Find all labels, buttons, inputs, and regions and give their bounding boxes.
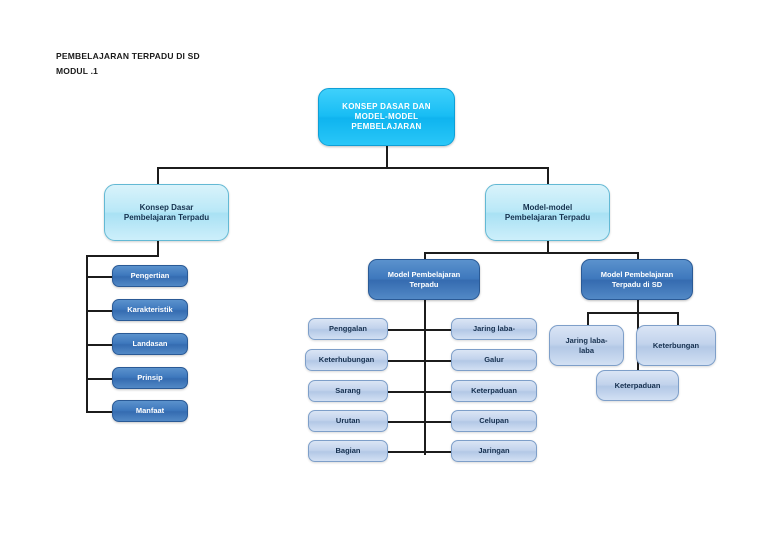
node-sd-keterpaduan-label: Keterpaduan <box>614 380 661 390</box>
node-bagian-label: Bagian <box>335 446 361 456</box>
node-pengertian[interactable]: Pengertian <box>112 265 188 287</box>
node-sd-jaring-laba-laba-line-2: laba <box>578 345 594 355</box>
connector-konsep-stub-3 <box>86 344 112 346</box>
connector-to-branch-sd <box>637 252 639 262</box>
node-jaringan-label: Jaringan <box>478 446 510 456</box>
node-jaringan[interactable]: Jaringan <box>451 440 537 462</box>
connector-konsep-stub-4 <box>86 378 112 380</box>
node-prinsip-label: Prinsip <box>137 373 163 383</box>
connector-to-konsep <box>157 167 159 185</box>
node-manfaat[interactable]: Manfaat <box>112 400 188 422</box>
node-prinsip[interactable]: Prinsip <box>112 367 188 389</box>
node-konsep-dasar[interactable]: Konsep Dasar Pembelajaran Terpadu <box>104 184 229 241</box>
connector-terpadu-rung-5 <box>387 451 452 453</box>
node-celupan-label: Celupan <box>479 416 509 426</box>
node-manfaat-label: Manfaat <box>135 406 165 416</box>
connector-konsep-stub-1 <box>86 276 112 278</box>
node-jaring-laba[interactable]: Jaring laba- <box>451 318 537 340</box>
node-model-model[interactable]: Model-model Pembelajaran Terpadu <box>485 184 610 241</box>
node-root-line-3: PEMBELAJARAN <box>351 122 422 131</box>
document-title-line-2: MODUL .1 <box>56 66 99 76</box>
node-urutan-label: Urutan <box>335 416 361 426</box>
connector-branch-bus <box>424 252 639 254</box>
connector-sd-drop-right <box>677 312 679 325</box>
connector-konsep-stub-5 <box>86 411 112 413</box>
node-penggalan-label: Penggalan <box>329 324 367 334</box>
node-urutan[interactable]: Urutan <box>308 410 388 432</box>
connector-terpadu-rung-2 <box>387 360 452 362</box>
node-keterhubungan-label: Keterhubungan <box>318 355 375 365</box>
node-pengertian-label: Pengertian <box>130 271 170 281</box>
node-sd-jaring-laba-laba[interactable]: Jaring laba- laba <box>549 325 624 366</box>
node-model-pembelajaran-terpadu-line-1: Model Pembelajaran <box>387 270 461 280</box>
document-title-line-1: PEMBELAJARAN TERPADU DI SD <box>56 51 200 61</box>
connector-sd-drop-left <box>587 312 589 325</box>
node-landasan-label: Landasan <box>132 339 168 349</box>
node-konsep-dasar-line-1: Konsep Dasar <box>139 202 194 212</box>
node-galur-label: Galur <box>484 355 504 365</box>
node-karakteristik-label: Karakteristik <box>127 305 173 315</box>
connector-root-down <box>386 146 388 169</box>
node-keterpaduan-label: Keterpaduan <box>471 386 517 396</box>
connector-terpadu-rung-3 <box>387 391 452 393</box>
node-karakteristik[interactable]: Karakteristik <box>112 299 188 321</box>
connector-terpadu-rung-4 <box>387 421 452 423</box>
node-model-pembelajaran-terpadu-sd-line-2: Terpadu di SD <box>611 279 663 289</box>
node-keterhubungan[interactable]: Keterhubungan <box>305 349 388 371</box>
node-root-line-2: MODEL-MODEL <box>354 112 419 121</box>
connector-to-model <box>547 167 549 185</box>
connector-konsep-down <box>157 240 159 255</box>
connector-konsep-stub-2 <box>86 310 112 312</box>
node-model-model-line-1: Model-model <box>522 202 573 212</box>
node-landasan[interactable]: Landasan <box>112 333 188 355</box>
node-root[interactable]: KONSEP DASAR DAN MODEL-MODEL PEMBELAJARA… <box>318 88 455 146</box>
connector-to-branch-terpadu <box>424 252 426 262</box>
node-sd-jaring-laba-laba-line-1: Jaring laba- <box>565 336 608 346</box>
connector-konsep-top <box>86 255 159 257</box>
node-sarang-label: Sarang <box>335 386 361 396</box>
node-galur[interactable]: Galur <box>451 349 537 371</box>
node-penggalan[interactable]: Penggalan <box>308 318 388 340</box>
node-model-pembelajaran-terpadu[interactable]: Model Pembelajaran Terpadu <box>368 259 480 300</box>
connector-sd-down <box>637 300 639 313</box>
node-sd-keterbungan-label: Keterbungan <box>652 340 700 350</box>
node-keterpaduan[interactable]: Keterpaduan <box>451 380 537 402</box>
node-model-pembelajaran-terpadu-sd[interactable]: Model Pembelajaran Terpadu di SD <box>581 259 693 300</box>
node-konsep-dasar-line-2: Pembelajaran Terpadu <box>123 212 210 222</box>
node-root-line-1: KONSEP DASAR DAN <box>342 102 431 111</box>
connector-terpadu-spine <box>424 300 426 455</box>
node-bagian[interactable]: Bagian <box>308 440 388 462</box>
node-sd-keterpaduan[interactable]: Keterpaduan <box>596 370 679 401</box>
connector-konsep-spine <box>86 255 88 413</box>
node-celupan[interactable]: Celupan <box>451 410 537 432</box>
connector-terpadu-rung-1 <box>387 329 452 331</box>
node-model-model-line-2: Pembelajaran Terpadu <box>504 212 591 222</box>
node-sarang[interactable]: Sarang <box>308 380 388 402</box>
node-jaring-laba-label: Jaring laba- <box>472 324 516 334</box>
connector-model-down <box>547 240 549 253</box>
connector-level2-bus <box>157 167 549 169</box>
connector-sd-bus <box>587 312 678 314</box>
node-sd-keterbungan[interactable]: Keterbungan <box>636 325 716 366</box>
node-model-pembelajaran-terpadu-line-2: Terpadu <box>409 279 439 289</box>
node-model-pembelajaran-terpadu-sd-line-1: Model Pembelajaran <box>600 270 674 280</box>
